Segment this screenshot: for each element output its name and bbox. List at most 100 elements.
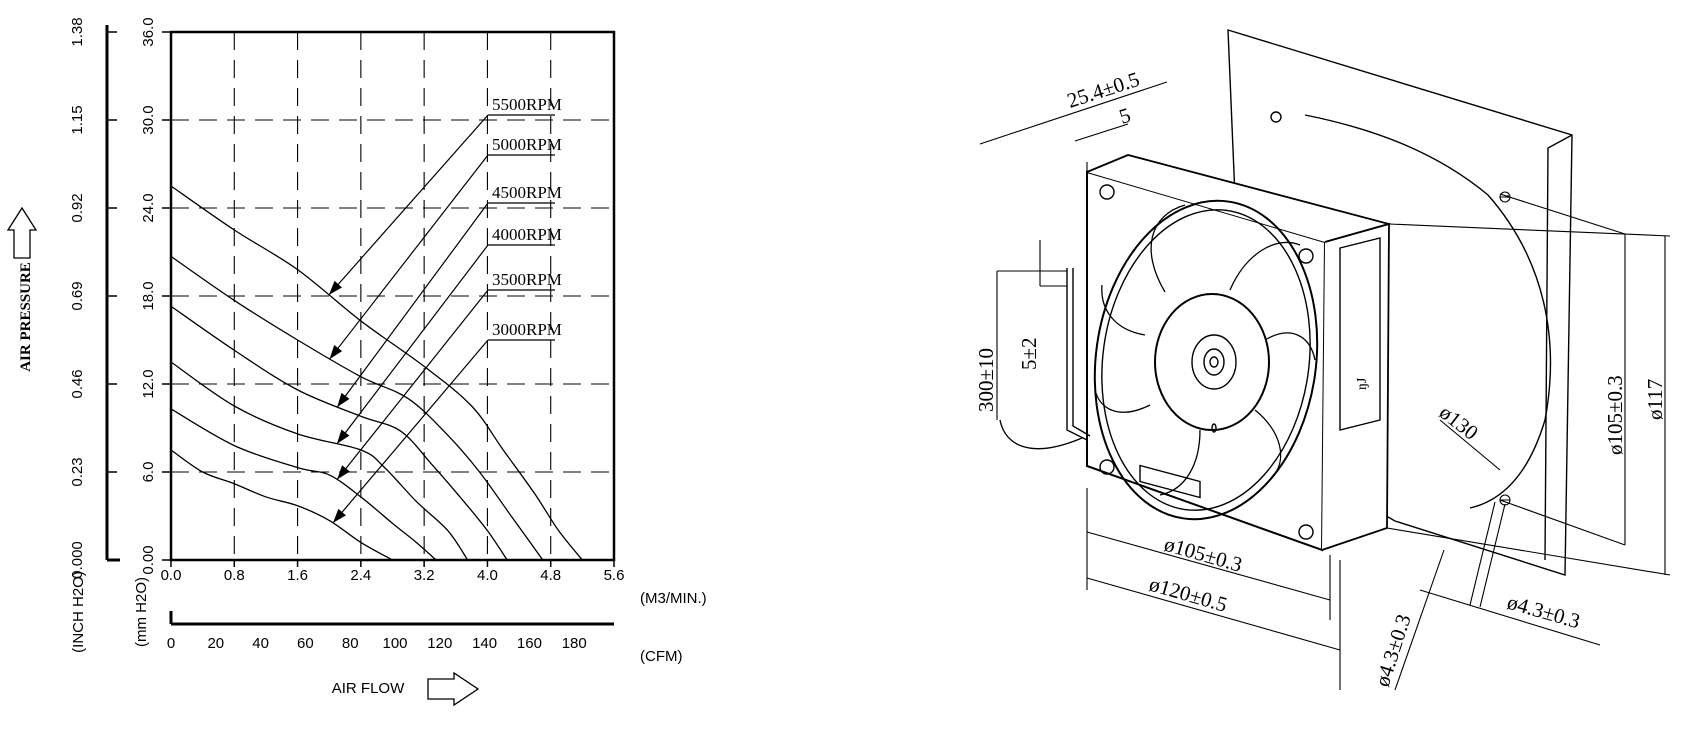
x2-tick-4: 80 bbox=[342, 635, 359, 652]
dim-strip: 5±2 bbox=[1017, 337, 1041, 370]
hub-center bbox=[1203, 348, 1225, 376]
x2-unit-label: (CFM) bbox=[640, 648, 682, 665]
y-tick-4: 24.0 bbox=[140, 193, 157, 222]
series-line-4000RPM bbox=[170, 361, 469, 561]
corner-hole-tl bbox=[1099, 184, 1115, 200]
x2-tick-labels: 0 20 40 60 80 100 120 140 160 180 bbox=[167, 635, 587, 652]
x2-tick-7: 140 bbox=[472, 635, 497, 652]
dim-hole-spacing-x: ø105±0.3 bbox=[1162, 532, 1245, 577]
x-tick-1: 0.8 bbox=[224, 567, 245, 584]
series-arrowhead-5 bbox=[333, 508, 346, 523]
dim-depth: 25.4±0.5 bbox=[1064, 67, 1142, 113]
panel-cutout bbox=[1304, 114, 1552, 509]
x2-tick-1: 20 bbox=[207, 635, 224, 652]
series-arrowhead-2 bbox=[337, 392, 350, 408]
y-tick-0: 0.00 bbox=[140, 545, 157, 574]
y-tick-3: 18.0 bbox=[140, 281, 157, 310]
x-tick-6: 4.8 bbox=[540, 567, 561, 584]
x-tick-4: 3.2 bbox=[414, 567, 435, 584]
dimension-lines bbox=[979, 81, 1671, 691]
lead-wire bbox=[1066, 268, 1091, 441]
x-tick-2: 1.6 bbox=[287, 567, 308, 584]
series-line-4500RPM bbox=[170, 305, 508, 561]
y2-unit-label: (INCH H2O) bbox=[70, 571, 87, 653]
hub-inner bbox=[1191, 334, 1237, 390]
brand-mark: ŋJ bbox=[1355, 377, 1370, 390]
y-tick-1: 6.0 bbox=[140, 462, 157, 483]
x-axis-title: AIR FLOW bbox=[332, 680, 405, 697]
side-slot-top bbox=[1139, 464, 1201, 499]
corner-hole-br bbox=[1298, 524, 1314, 540]
series-callouts: 5500RPM 5000RPM 4500RPM 4000RPM 3500RPM 3000R… bbox=[328, 95, 562, 524]
up-arrow-icon bbox=[6, 206, 38, 259]
x2-tick-5: 100 bbox=[382, 635, 407, 652]
y-tick-2: 12.0 bbox=[140, 369, 157, 398]
venturi-inner bbox=[1101, 209, 1311, 511]
dim-lead-length: 300±10 bbox=[974, 348, 998, 412]
x-unit-label: (M3/MIN.) bbox=[640, 590, 707, 607]
y-tick-5: 30.0 bbox=[140, 105, 157, 134]
x-tick-3: 2.4 bbox=[350, 567, 371, 584]
panel-edge bbox=[1544, 134, 1573, 561]
side-slot-right bbox=[1339, 237, 1381, 431]
hub-mark bbox=[1211, 423, 1217, 433]
y2-tick-2: 0.46 bbox=[69, 369, 86, 398]
x2-tick-3: 60 bbox=[297, 635, 314, 652]
y2-tick-3: 0.69 bbox=[69, 281, 86, 310]
series-label-4000RPM: 4000RPM bbox=[492, 225, 562, 244]
fan-drawing: ŋJ bbox=[974, 29, 1671, 691]
x2-tick-9: 180 bbox=[562, 635, 587, 652]
panel-hole bbox=[1270, 111, 1282, 123]
x-tick-labels: 0.0 0.8 1.6 2.4 3.2 4.0 4.8 5.6 bbox=[161, 560, 625, 584]
series-arrowhead-4 bbox=[337, 465, 350, 480]
x2-tick-0: 0 bbox=[167, 635, 175, 652]
series-label-5000RPM: 5000RPM bbox=[492, 135, 562, 154]
venturi-ring bbox=[1093, 199, 1319, 521]
x-tick-7: 5.6 bbox=[604, 567, 625, 584]
y2-tick-1: 0.23 bbox=[69, 457, 86, 486]
corner-hole-bl bbox=[1099, 459, 1115, 475]
series-label-4500RPM: 4500RPM bbox=[492, 183, 562, 202]
series-arrowhead-3 bbox=[336, 429, 350, 444]
series-curves bbox=[170, 185, 583, 561]
y-tick-6: 36.0 bbox=[140, 17, 157, 46]
series-leader-2 bbox=[336, 202, 489, 408]
dim-hole-dia-right: ø4.3±0.3 bbox=[1505, 590, 1583, 634]
x-tick-0: 0.0 bbox=[161, 567, 182, 584]
y-tick-labels: 0.00 6.0 12.0 18.0 24.0 30.0 36.0 bbox=[140, 17, 171, 575]
pq-chart: 0.006.012.018.024.030.036.0 0.0000.230.4… bbox=[6, 17, 707, 707]
y-unit-label: (mm H2O) bbox=[133, 577, 150, 647]
x-tick-5: 4.0 bbox=[477, 567, 498, 584]
series-leader-0 bbox=[328, 114, 489, 296]
dim-panel-height: ø117 bbox=[1643, 379, 1667, 420]
wire-arc bbox=[999, 419, 1083, 450]
x2-tick-6: 120 bbox=[427, 635, 452, 652]
series-label-3000RPM: 3000RPM bbox=[492, 320, 562, 339]
hub bbox=[1154, 293, 1270, 431]
series-label-5500RPM: 5500RPM bbox=[492, 95, 562, 114]
fan-frame-right bbox=[1321, 222, 1390, 551]
series-line-3000RPM bbox=[170, 449, 393, 561]
series-line-5000RPM bbox=[170, 255, 544, 561]
y2-tick-0: 0.000 bbox=[69, 541, 86, 579]
series-arrowhead-1 bbox=[329, 344, 343, 360]
hub-dot bbox=[1209, 356, 1219, 368]
y-axis-title: AIR PRESSURE bbox=[18, 262, 34, 372]
series-leader-3 bbox=[336, 244, 489, 445]
y2-tick-4: 0.92 bbox=[69, 193, 86, 222]
dim-depth-inner: 5 bbox=[1116, 103, 1133, 129]
series-line-5500RPM bbox=[170, 185, 583, 561]
x2-tick-2: 40 bbox=[252, 635, 269, 652]
series-leader-5 bbox=[332, 339, 489, 524]
series-label-3500RPM: 3500RPM bbox=[492, 270, 562, 289]
series-arrowhead-0 bbox=[329, 280, 343, 295]
grid bbox=[171, 32, 614, 560]
x2-tick-8: 160 bbox=[517, 635, 542, 652]
series-line-3500RPM bbox=[170, 408, 437, 561]
dim-frame-width: ø120±0.5 bbox=[1147, 572, 1230, 617]
dim-hole-spacing-y: ø105±0.3 bbox=[1603, 375, 1627, 455]
y2-tick-5: 1.15 bbox=[69, 105, 86, 134]
series-leader-1 bbox=[329, 154, 489, 360]
